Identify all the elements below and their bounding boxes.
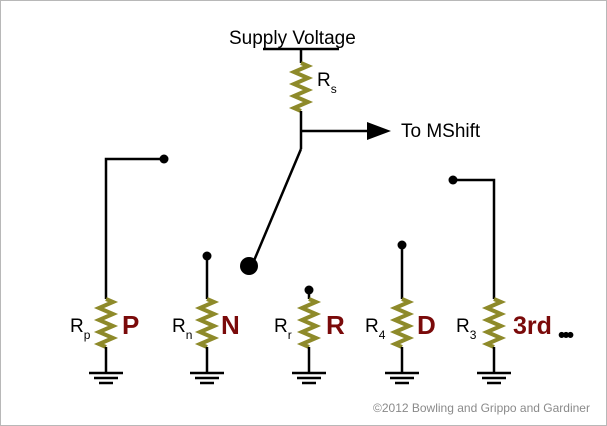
ground-icon-n <box>190 371 224 385</box>
switch-pivot <box>240 257 258 275</box>
ground-icon-3rd <box>477 371 511 385</box>
series-resistor-rs <box>288 61 314 113</box>
ground-icon-d <box>385 371 419 385</box>
resistor-label-n: Rn <box>172 316 192 342</box>
resistor-d <box>389 297 415 349</box>
gear-label-3rd: 3rd <box>513 312 552 340</box>
output-label: To MShift <box>401 121 481 142</box>
position-p: Rp P <box>70 154 169 385</box>
switch-wiper <box>251 148 303 264</box>
supply-voltage-label: Supply Voltage <box>229 28 356 49</box>
gear-label-p: P <box>122 310 139 340</box>
position-n: Rn N <box>172 251 240 385</box>
more-positions-ellipsis: ••• <box>558 324 574 347</box>
resistor-n <box>194 297 220 349</box>
resistor-3rd <box>481 297 507 349</box>
gear-label-r: R <box>326 310 345 340</box>
position-d: R4 D <box>365 240 436 385</box>
resistor-p <box>93 297 119 349</box>
ground-icon-p <box>89 371 123 385</box>
resistor-label-d: R4 <box>365 316 386 342</box>
resistor-r <box>296 297 322 349</box>
copyright-text: ©2012 Bowling and Grippo and Gardiner <box>373 401 590 415</box>
lead-3rd <box>453 178 496 299</box>
ground-icon-r <box>292 371 326 385</box>
gear-label-d: D <box>417 310 436 340</box>
output-arrowhead <box>367 122 391 140</box>
resistor-label-p: Rp <box>70 316 91 342</box>
resistor-label-3rd: R3 <box>456 316 477 342</box>
series-resistor-label: Rs <box>317 70 337 96</box>
lead-p <box>104 157 164 299</box>
position-3rd: R3 3rd <box>448 175 552 385</box>
position-r: Rr R <box>274 285 345 385</box>
resistor-label-r: Rr <box>274 316 292 342</box>
gear-label-n: N <box>221 310 240 340</box>
